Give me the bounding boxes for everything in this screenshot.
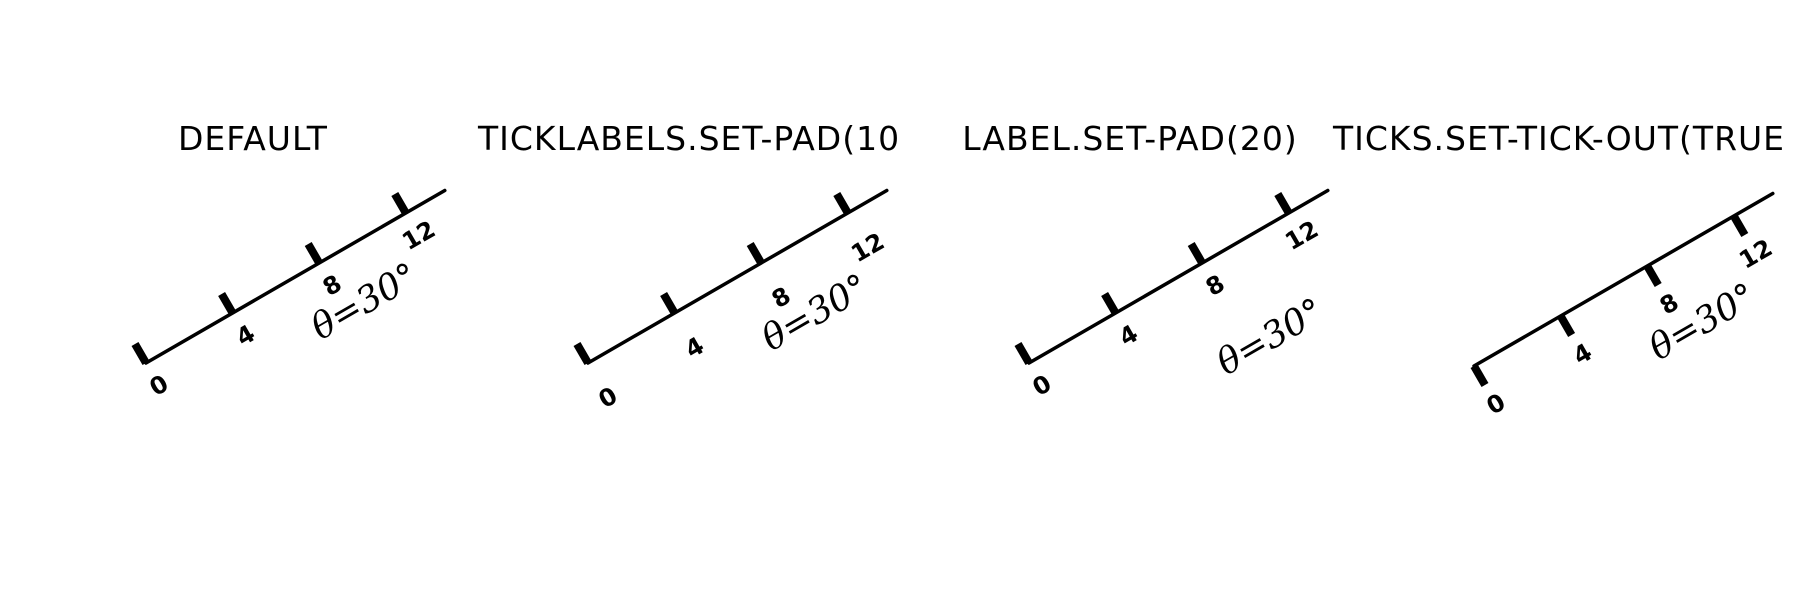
panel-ticks-out: TICKS.SET-TICK-OUT(TRUE 0 4 8 12 θ=30° (1332, 119, 1785, 421)
tick-mark (1643, 264, 1662, 288)
tick-mark (1101, 291, 1120, 315)
tick-label: 4 (231, 319, 259, 352)
axis-line (586, 188, 889, 365)
axis-group: 0 4 8 12 θ=30° (131, 188, 447, 402)
panel-title: LABEL.SET-PAD(20) (962, 119, 1297, 158)
tick-mark (391, 191, 410, 216)
panel-label-pad: LABEL.SET-PAD(20) 0 4 8 12 θ=30° (962, 119, 1331, 402)
tick-mark (1014, 341, 1033, 365)
tick-label: 8 (1201, 269, 1229, 302)
axis-label: θ=30° (755, 266, 876, 359)
axis-line (144, 188, 447, 365)
axis-group: 0 4 8 12 θ=30° (1470, 191, 1777, 421)
axis-label: θ=30° (304, 255, 425, 348)
tick-mark (573, 341, 592, 365)
axis-group: 0 4 8 12 θ=30° (573, 188, 889, 414)
tick-mark (1557, 314, 1576, 338)
panel-default: DEFAULT 0 4 8 12 θ=30° (131, 119, 447, 402)
tick-mark (660, 291, 679, 315)
axis-line (1027, 188, 1330, 365)
tick-label: 12 (1734, 234, 1777, 275)
tick-label: 0 (145, 369, 173, 402)
tick-label: 4 (1568, 338, 1596, 371)
tick-mark (218, 291, 237, 315)
panel-ticklabels-pad: TICKLABELS.SET-PAD(10 0 4 8 12 θ=30° (477, 119, 900, 414)
tick-mark (1730, 214, 1749, 238)
tick-mark (1187, 241, 1206, 265)
tick-label: 12 (397, 215, 440, 256)
axis-group: 0 4 8 12 θ=30° (1014, 188, 1331, 402)
tick-mark (131, 341, 150, 365)
tick-label: 12 (1280, 215, 1323, 256)
tick-label: 4 (1114, 319, 1142, 352)
tick-mark (1274, 191, 1293, 216)
tick-mark (746, 241, 765, 265)
panel-title: TICKLABELS.SET-PAD(10 (477, 119, 900, 158)
tick-mark (833, 191, 852, 216)
tick-mark (1470, 364, 1489, 388)
tick-label: 0 (1482, 388, 1510, 421)
panel-title: TICKS.SET-TICK-OUT(TRUE (1332, 119, 1785, 158)
panel-title: DEFAULT (178, 119, 328, 158)
tick-label: 0 (594, 381, 622, 414)
axis-line (1472, 191, 1775, 368)
axis-label: θ=30° (1642, 276, 1763, 369)
axis-label: θ=30° (1210, 291, 1331, 384)
tick-mark (304, 241, 323, 265)
tick-label: 4 (680, 331, 708, 364)
tick-label: 12 (846, 227, 889, 268)
tick-label: 0 (1028, 369, 1056, 402)
